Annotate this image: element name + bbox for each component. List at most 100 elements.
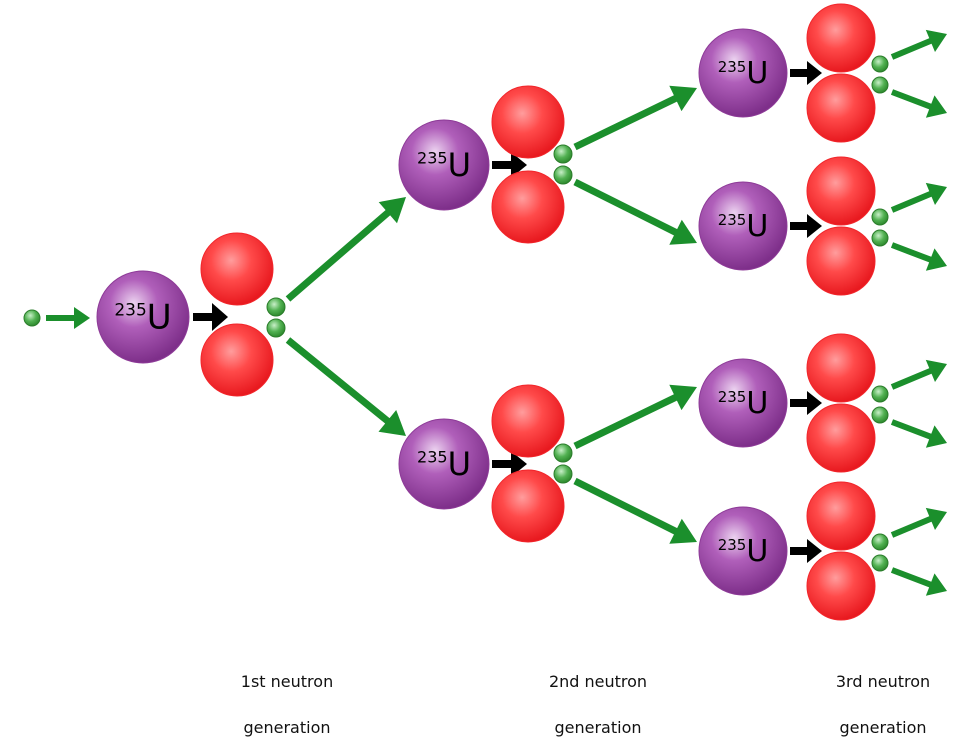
fragment-gen3-4-lower — [806, 551, 876, 621]
uranium-nucleus-gen3-1-element-symbol: U — [746, 56, 768, 91]
neutron-arrow-gen3-3-up — [890, 359, 947, 390]
neutron-arrow-gen3-3-down — [890, 419, 947, 448]
incoming-neutron — [23, 309, 41, 327]
fission-arrow-gen3-2 — [790, 214, 822, 238]
neutron-arrow-gen3-1-down-head — [925, 95, 947, 118]
neutron-arrow-gen2-bottom-down — [573, 477, 697, 544]
incoming-neutron-arrow — [46, 307, 90, 329]
uranium-nucleus-gen3-2-label: 235U — [718, 209, 769, 244]
fission-arrow-gen3-1-head — [807, 61, 822, 85]
neutron-arrow-gen3-4-down-head — [925, 573, 947, 596]
neutron-gen3-4-upper — [871, 533, 889, 551]
fragment-gen3-2-lower — [806, 226, 876, 296]
fission-arrow-gen1-head — [212, 303, 228, 331]
generation-label-3-line2: generation — [839, 718, 927, 737]
neutron-gen2-top-lower — [553, 165, 573, 185]
neutron-gen3-3-lower — [871, 406, 889, 424]
neutron-gen3-1-upper — [871, 55, 889, 73]
uranium-nucleus-gen3-2-sphere — [698, 181, 788, 271]
neutron-arrow-gen3-4-up-head — [925, 507, 947, 530]
uranium-nucleus-gen3-3-label: 235U — [718, 386, 769, 421]
fission-arrow-gen3-2-head — [807, 214, 822, 238]
fission-arrow-gen3-3 — [790, 391, 822, 415]
uranium-nucleus-gen2-bottom-element-symbol: U — [448, 445, 471, 483]
fragment-gen3-3-upper — [806, 333, 876, 403]
neutron-arrow-gen3-1-up — [890, 29, 947, 60]
uranium-nucleus-gen3-1-label: 235U — [718, 56, 769, 91]
neutron-arrow-gen3-3-up-head — [925, 359, 947, 382]
uranium-nucleus-gen2-bottom-mass-number: 235 — [417, 448, 448, 467]
neutron-gen2-bottom-lower — [553, 464, 573, 484]
uranium-nucleus-gen2-bottom-label: 235U — [417, 445, 471, 483]
neutron-gen1-bottom — [266, 318, 286, 338]
incoming-neutron-arrow-head — [74, 307, 90, 329]
fragment-gen2-bottom-lower — [491, 469, 565, 543]
generation-label-1: 1st neutron generation — [202, 647, 372, 739]
neutron-arrow-gen3-1-down — [890, 89, 947, 118]
fission-arrow-gen1 — [193, 303, 228, 331]
neutron-arrow-gen1-up-head — [378, 197, 406, 224]
fragment-gen3-1-upper — [806, 3, 876, 73]
neutron-gen3-3-upper — [871, 385, 889, 403]
neutron-arrow-gen3-1-up-shaft — [890, 37, 933, 60]
neutron-arrow-gen1-up — [285, 197, 406, 302]
fission-arrow-gen3-3-head — [807, 391, 822, 415]
fragment-gen1-bottom — [200, 323, 274, 397]
fragment-gen3-4-upper — [806, 481, 876, 551]
uranium-nucleus-gen3-3-sphere — [698, 358, 788, 448]
neutron-arrow-gen2-bottom-up-shaft — [573, 393, 679, 450]
neutron-arrow-gen1-down-shaft — [285, 337, 391, 425]
uranium-nucleus-gen3-4-sphere — [698, 506, 788, 596]
neutron-arrow-gen2-top-up — [573, 85, 697, 151]
fragment-gen3-2-upper — [806, 156, 876, 226]
uranium-nucleus-gen3-4-mass-number: 235 — [718, 536, 747, 554]
generation-label-2-line2: generation — [554, 718, 642, 737]
generation-label-1-line1: 1st neutron — [240, 672, 334, 691]
neutron-arrow-gen3-2-up — [890, 182, 947, 213]
uranium-nucleus-gen3-2-element-symbol: U — [746, 209, 768, 244]
generation-label-2-line1: 2nd neutron — [548, 672, 648, 691]
uranium-nucleus-gen2-bottom: 235U — [398, 418, 490, 510]
uranium-nucleus-gen1: 235U — [96, 270, 190, 364]
uranium-nucleus-gen2-top-element-symbol: U — [448, 146, 471, 184]
neutron-arrow-gen3-2-up-shaft — [890, 190, 933, 213]
fragment-gen1-top — [200, 232, 274, 306]
generation-label-3-line1: 3rd neutron — [835, 672, 931, 691]
uranium-nucleus-gen2-top-label: 235U — [417, 146, 471, 184]
neutron-arrow-gen3-4-up-shaft — [890, 515, 933, 538]
neutron-arrow-gen2-bottom-down-shaft — [573, 477, 679, 536]
neutron-arrow-gen2-top-down — [573, 178, 697, 245]
fission-arrow-gen2-bottom — [492, 451, 527, 477]
fragment-gen3-3-lower — [806, 403, 876, 473]
uranium-nucleus-gen2-bottom-sphere — [398, 418, 490, 510]
uranium-nucleus-gen2-top: 235U — [398, 119, 490, 211]
uranium-nucleus-gen3-1-sphere — [698, 28, 788, 118]
uranium-nucleus-gen3-2: 235U — [698, 181, 788, 271]
neutron-gen3-2-upper — [871, 208, 889, 226]
uranium-nucleus-gen1-sphere — [96, 270, 190, 364]
neutron-arrow-gen2-top-up-shaft — [573, 94, 679, 151]
neutron-gen1-top — [266, 297, 286, 317]
neutron-gen2-top-upper — [553, 144, 573, 164]
uranium-nucleus-gen3-2-mass-number: 235 — [718, 211, 747, 229]
neutron-arrow-gen1-down — [285, 337, 406, 436]
fission-arrow-gen3-4 — [790, 539, 822, 563]
neutron-arrow-gen3-2-down-shaft — [890, 242, 933, 263]
uranium-nucleus-gen1-mass-number: 235 — [114, 301, 146, 321]
fission-arrow-gen3-1 — [790, 61, 822, 85]
fission-arrow-gen2-bottom-head — [511, 451, 527, 477]
uranium-nucleus-gen3-1-mass-number: 235 — [718, 58, 747, 76]
neutron-arrow-gen2-top-down-shaft — [573, 178, 679, 237]
neutron-arrow-gen2-bottom-up-head — [669, 384, 697, 411]
neutron-arrows — [46, 29, 947, 596]
uranium-nucleus-gen3-3-mass-number: 235 — [718, 388, 747, 406]
neutron-arrow-gen2-bottom-up — [573, 384, 697, 450]
neutron-arrow-gen3-4-down — [890, 567, 947, 596]
neutron-arrow-gen3-3-down-head — [925, 425, 947, 448]
neutron-arrow-gen3-4-up — [890, 507, 947, 538]
neutron-gen2-bottom-upper — [553, 443, 573, 463]
fragment-gen2-top-lower — [491, 170, 565, 244]
neutron-arrow-gen3-1-down-shaft — [890, 89, 933, 110]
neutron-arrow-gen3-2-up-head — [925, 182, 947, 205]
